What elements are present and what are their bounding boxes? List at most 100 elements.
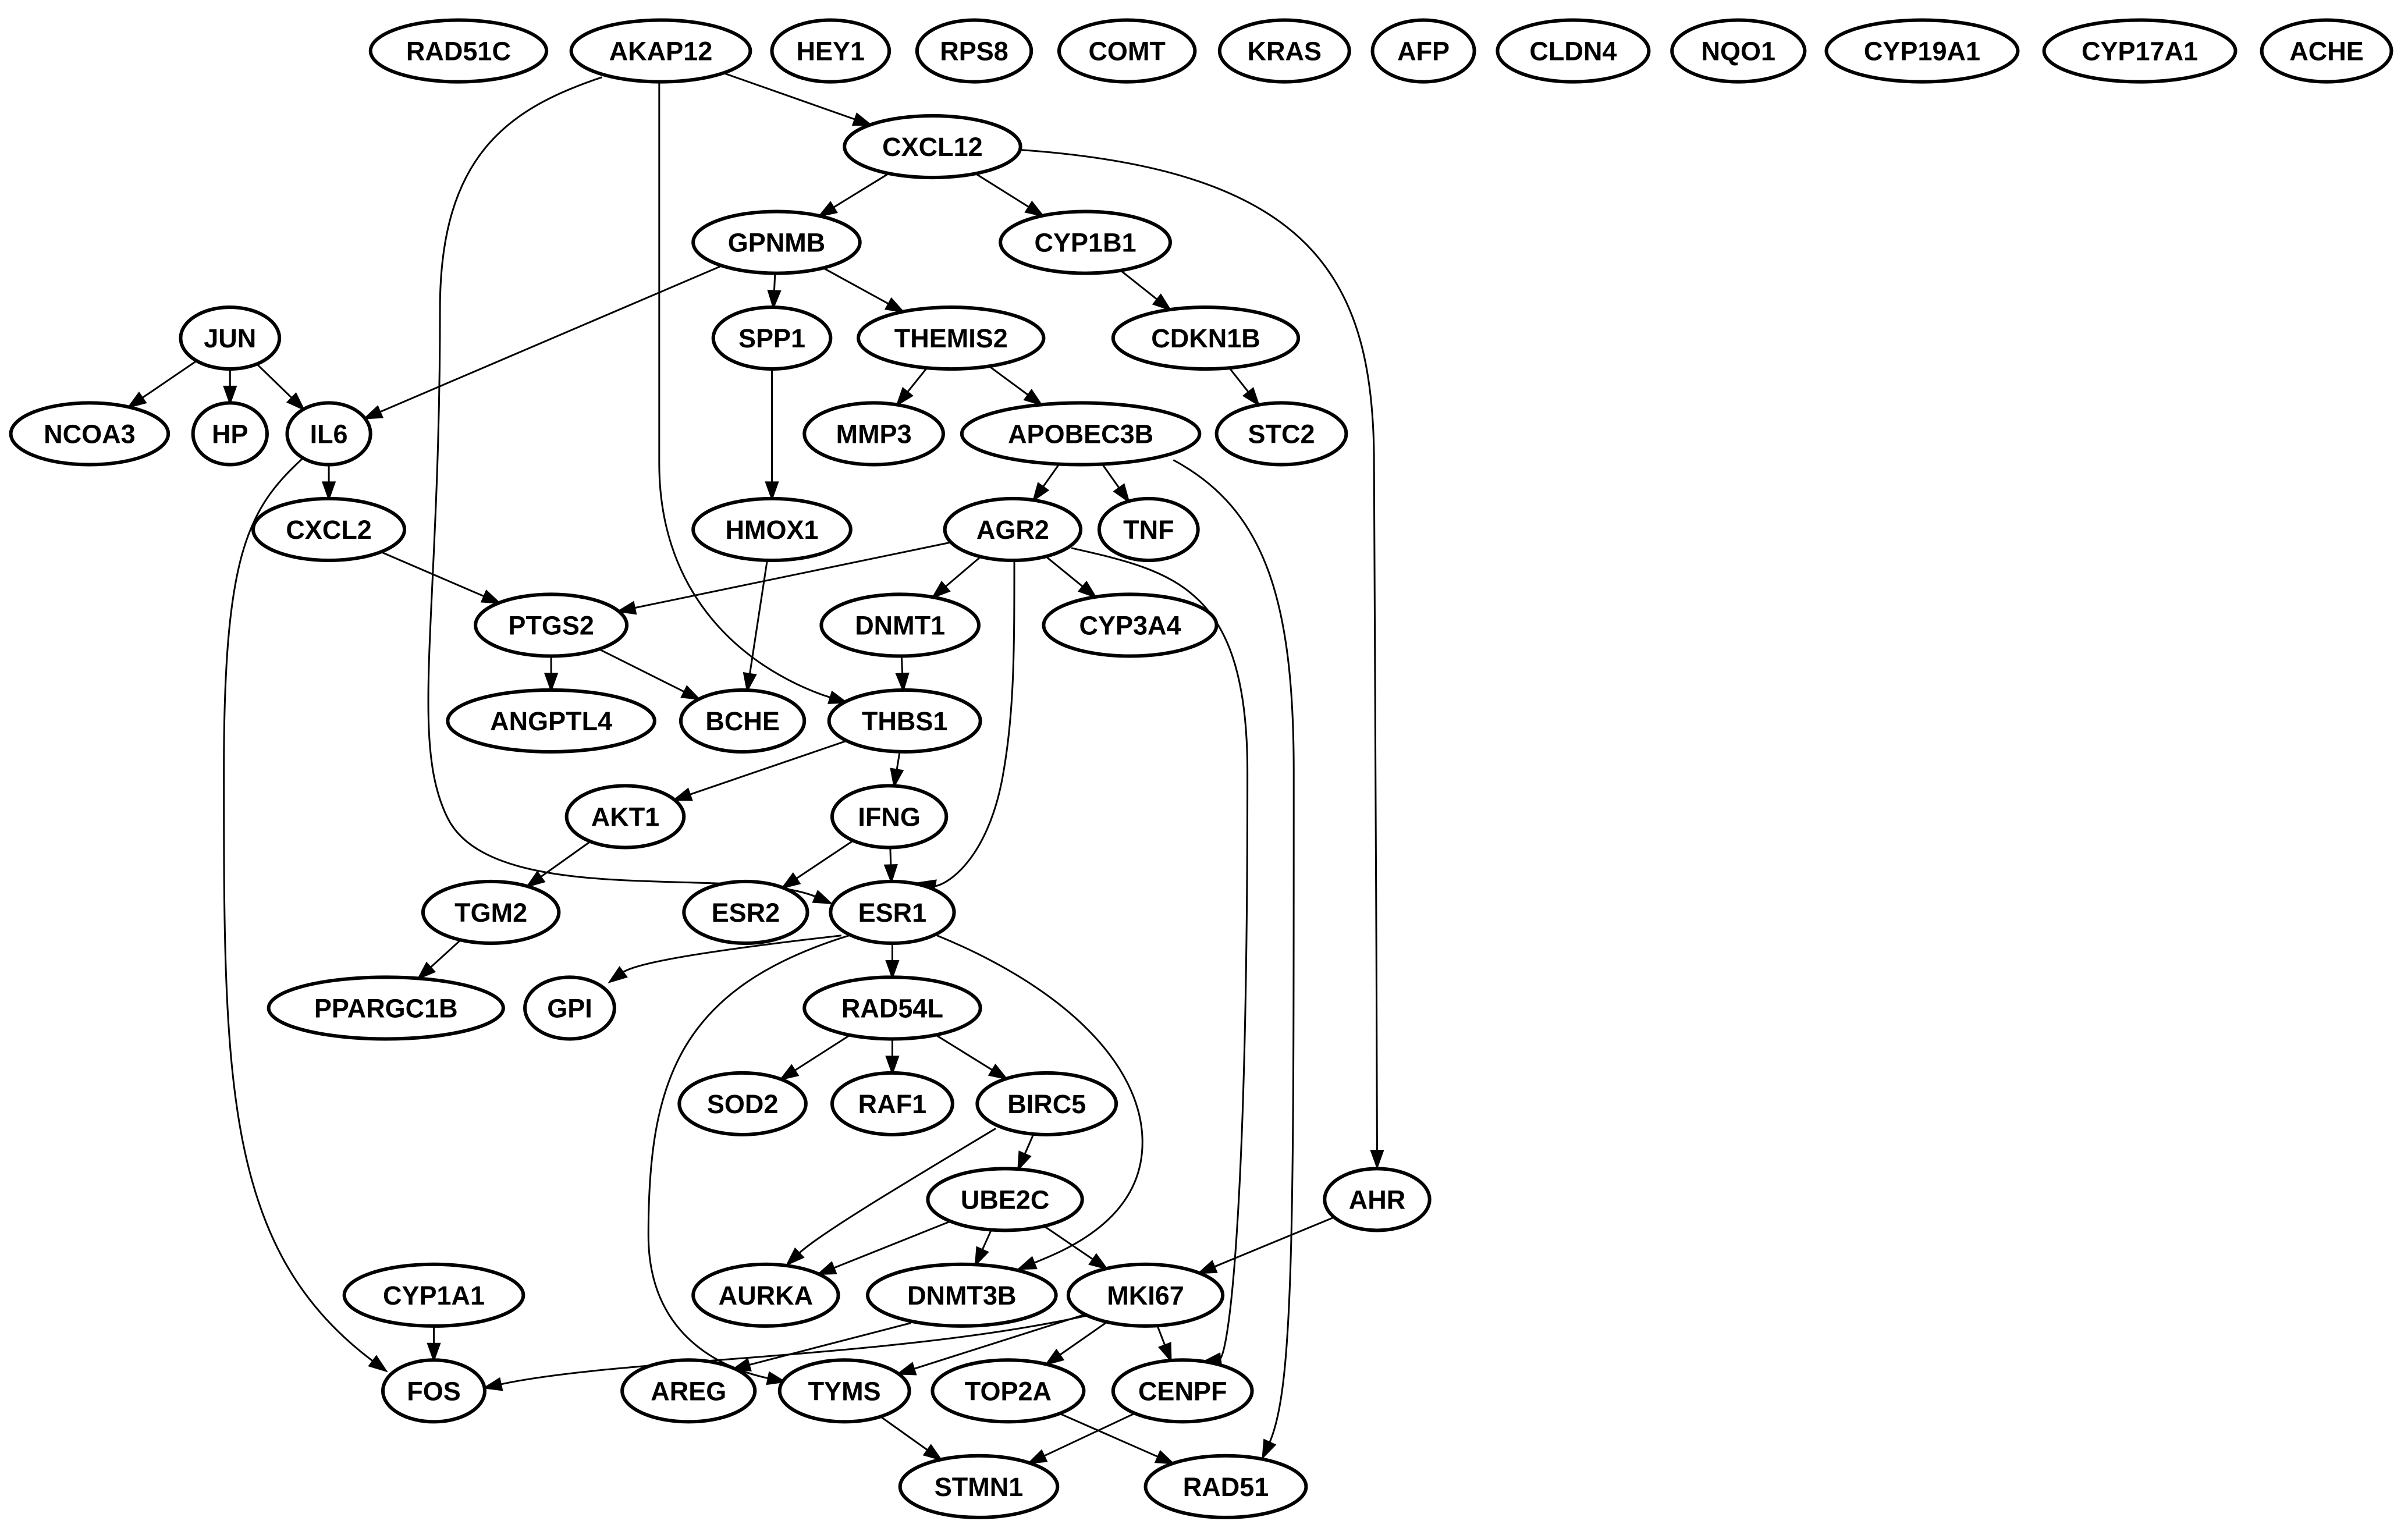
arrowhead-icon xyxy=(1077,580,1098,599)
node-ube2c: UBE2C xyxy=(926,1167,1084,1232)
arrowhead-icon xyxy=(730,1358,752,1371)
arrowhead-icon xyxy=(1044,1348,1065,1366)
edge-ifng-esr1 xyxy=(883,847,898,884)
node-stmn1: STMN1 xyxy=(898,1454,1060,1519)
node-sod2: SOD2 xyxy=(677,1071,808,1136)
edge-ifng-esr2 xyxy=(780,840,854,889)
node-ellipse xyxy=(682,879,809,945)
edge-line xyxy=(822,267,890,305)
node-ellipse xyxy=(2260,18,2393,84)
node-ellipse xyxy=(829,879,956,945)
arrowhead-icon xyxy=(931,580,951,599)
node-birc5: BIRC5 xyxy=(975,1071,1118,1136)
arrowhead-icon xyxy=(680,685,702,701)
edge-apobec3b-rad51 xyxy=(1173,459,1295,1460)
node-label: IL6 xyxy=(310,419,348,449)
node-cyp19a1: CYP19A1 xyxy=(1824,18,2020,84)
node-label: MMP3 xyxy=(836,419,912,449)
arrowhead-icon xyxy=(525,870,546,888)
arrowhead-icon xyxy=(1023,389,1043,407)
node-label: NCOA3 xyxy=(44,419,136,449)
arrowhead-icon xyxy=(368,1355,388,1373)
node-ellipse xyxy=(285,401,372,467)
edge-line xyxy=(896,751,901,772)
node-ellipse xyxy=(677,1071,808,1136)
edge-line xyxy=(1043,1225,1095,1261)
arrowhead-icon xyxy=(883,864,898,884)
edge-line xyxy=(621,934,842,974)
node-ellipse xyxy=(1323,1167,1432,1232)
arrowhead-icon xyxy=(816,1261,837,1275)
edge-line xyxy=(797,1128,996,1255)
node-nqo1: NQO1 xyxy=(1670,18,1807,84)
node-afp: AFP xyxy=(1370,18,1476,84)
node-ellipse xyxy=(777,1358,911,1424)
node-themis2: THEMIS2 xyxy=(857,305,1046,371)
node-ellipse xyxy=(915,18,1033,84)
node-ellipse xyxy=(368,18,549,84)
edge-rad54l-birc5 xyxy=(935,1034,1008,1081)
arrowhead-icon xyxy=(817,201,838,218)
node-label: COMT xyxy=(1088,37,1165,66)
node-ellipse xyxy=(620,1358,757,1424)
arrowhead-icon xyxy=(780,872,801,889)
node-tgm2: TGM2 xyxy=(421,879,561,945)
node-label: HEY1 xyxy=(797,37,865,66)
arrowhead-icon xyxy=(1113,483,1130,504)
node-label: CYP3A4 xyxy=(1079,610,1181,640)
edge-ahr-mki67 xyxy=(1196,1216,1335,1274)
edge-line xyxy=(1059,1412,1160,1458)
node-label: TYMS xyxy=(808,1376,881,1406)
node-cyp3a4: CYP3A4 xyxy=(1042,592,1219,658)
node-mmp3: MMP3 xyxy=(802,401,945,467)
arrowhead-icon xyxy=(884,297,905,313)
edge-gpnmb-il6 xyxy=(363,265,723,420)
arrowhead-icon xyxy=(223,385,237,406)
node-rad54l: RAD54L xyxy=(802,975,982,1041)
edge-line xyxy=(647,934,850,1380)
edge-rad54l-raf1 xyxy=(885,1039,900,1076)
edge-line xyxy=(935,1034,994,1072)
node-label: CENPF xyxy=(1138,1376,1227,1406)
node-label: AREG xyxy=(651,1376,726,1406)
node-ellipse xyxy=(474,592,629,658)
node-akap12: AKAP12 xyxy=(569,18,752,84)
edge-line xyxy=(936,934,1143,1264)
arrowhead-icon xyxy=(885,960,900,980)
node-ellipse xyxy=(179,305,282,371)
node-ellipse xyxy=(691,209,862,275)
edge-ube2c-aurka xyxy=(816,1220,951,1275)
edge-dnmt1-thbs1 xyxy=(895,656,910,693)
edge-line xyxy=(688,740,847,796)
edge-hmox1-bche xyxy=(743,560,768,693)
edge-line xyxy=(499,1314,1089,1385)
node-bche: BCHE xyxy=(679,688,807,754)
edge-birc5-ube2c xyxy=(1017,1134,1035,1172)
node-ellipse xyxy=(1066,1262,1225,1328)
arrowhead-icon xyxy=(1154,1449,1175,1465)
node-label: MKI67 xyxy=(1107,1281,1184,1310)
node-cdkn1b: CDKN1B xyxy=(1111,305,1301,371)
arrowhead-icon xyxy=(743,672,757,693)
arrowhead-icon xyxy=(363,405,384,420)
arrowhead-icon xyxy=(895,672,910,693)
edge-line xyxy=(900,656,904,676)
node-ellipse xyxy=(564,784,686,850)
edge-line xyxy=(933,560,1015,887)
edge-cyp1b1-cdkn1b xyxy=(1120,269,1172,311)
node-ellipse xyxy=(9,401,171,467)
edge-tgm2-ppargc1b xyxy=(416,939,461,980)
edge-line xyxy=(429,939,461,969)
node-ellipse xyxy=(1097,496,1200,563)
arrowhead-icon xyxy=(896,1362,917,1376)
edge-apobec3b-tnf xyxy=(1101,463,1130,504)
node-label: BCHE xyxy=(705,706,780,736)
node-ellipse xyxy=(523,975,616,1041)
node-ellipse xyxy=(827,688,982,754)
edge-akap12-cxcl12 xyxy=(723,72,873,126)
node-agr2: AGR2 xyxy=(943,496,1083,563)
edge-themis2-apobec3b xyxy=(988,365,1043,407)
edge-esr1-gpi xyxy=(608,934,842,983)
edge-ube2c-mki67 xyxy=(1043,1225,1109,1270)
node-cyp17a1: CYP17A1 xyxy=(2042,18,2237,84)
